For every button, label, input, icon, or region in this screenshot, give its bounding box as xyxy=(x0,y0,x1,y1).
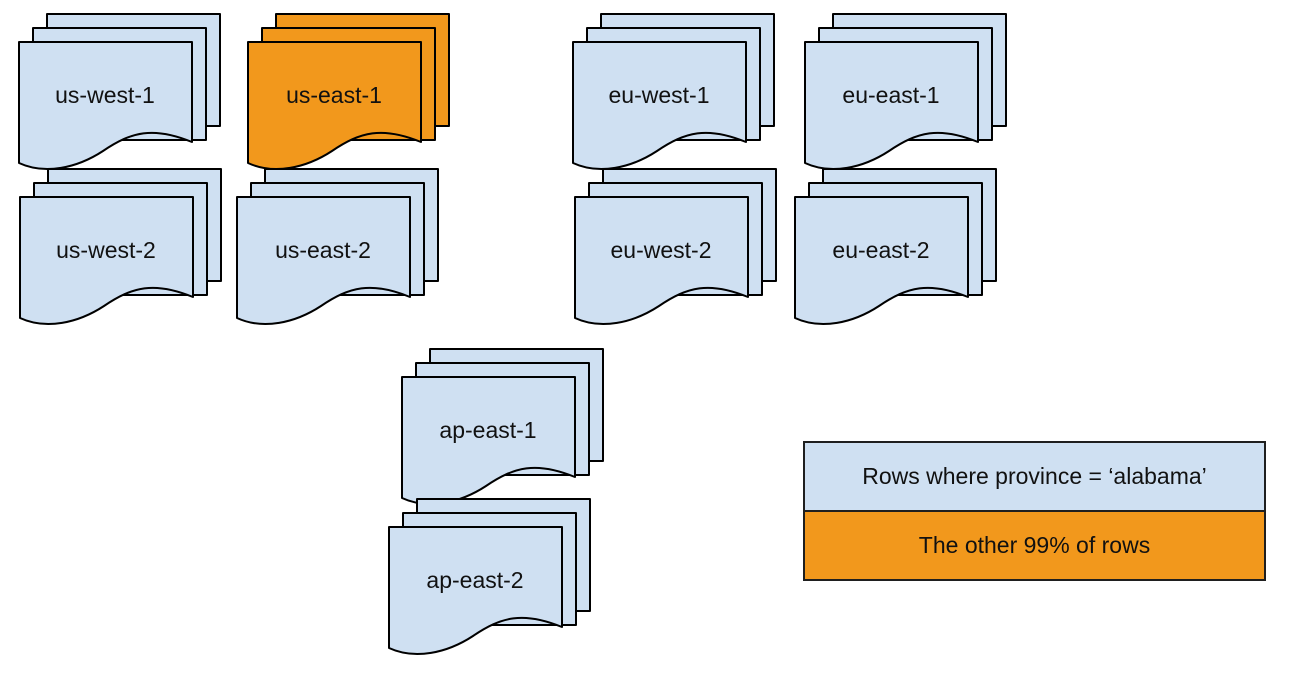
legend-row-other-rows: The other 99% of rows xyxy=(803,510,1266,581)
legend-label-other-rows: The other 99% of rows xyxy=(918,532,1151,558)
document-sheet-front xyxy=(18,41,193,170)
region-label: us-east-2 xyxy=(275,237,371,263)
region-stack-eu-west-2: eu-west-2 xyxy=(574,168,777,325)
legend-row-alabama: Rows where province = ‘alabama’ xyxy=(803,441,1266,512)
document-sheet-front xyxy=(572,41,747,170)
document-sheet-front xyxy=(388,526,563,655)
region-label: ap-east-2 xyxy=(426,567,523,593)
region-stack-ap-east-1: ap-east-1 xyxy=(401,348,604,505)
region-stack-ap-east-2: ap-east-2 xyxy=(388,498,591,655)
region-label: eu-east-1 xyxy=(842,82,939,108)
region-stack-us-west-2: us-west-2 xyxy=(19,168,222,325)
region-stack-eu-east-1: eu-east-1 xyxy=(804,13,1007,170)
legend: Rows where province = ‘alabama’ The othe… xyxy=(803,441,1266,581)
region-stack-us-west-1: us-west-1 xyxy=(18,13,221,170)
region-stack-eu-east-2: eu-east-2 xyxy=(794,168,997,325)
region-stack-us-east-1: us-east-1 xyxy=(247,13,450,170)
region-stack-us-east-2: us-east-2 xyxy=(236,168,439,325)
region-label: ap-east-1 xyxy=(439,417,536,443)
region-label: us-east-1 xyxy=(286,82,382,108)
region-stack-eu-west-1: eu-west-1 xyxy=(572,13,775,170)
region-label: eu-west-1 xyxy=(609,82,710,108)
region-label: eu-west-2 xyxy=(611,237,712,263)
region-label: eu-east-2 xyxy=(832,237,929,263)
document-sheet-front xyxy=(794,196,969,325)
region-label: us-west-1 xyxy=(55,82,155,108)
document-sheet-front xyxy=(19,196,194,325)
document-sheet-front xyxy=(574,196,749,325)
legend-label-alabama: Rows where province = ‘alabama’ xyxy=(862,463,1207,489)
document-sheet-front xyxy=(236,196,411,325)
region-label: us-west-2 xyxy=(56,237,156,263)
